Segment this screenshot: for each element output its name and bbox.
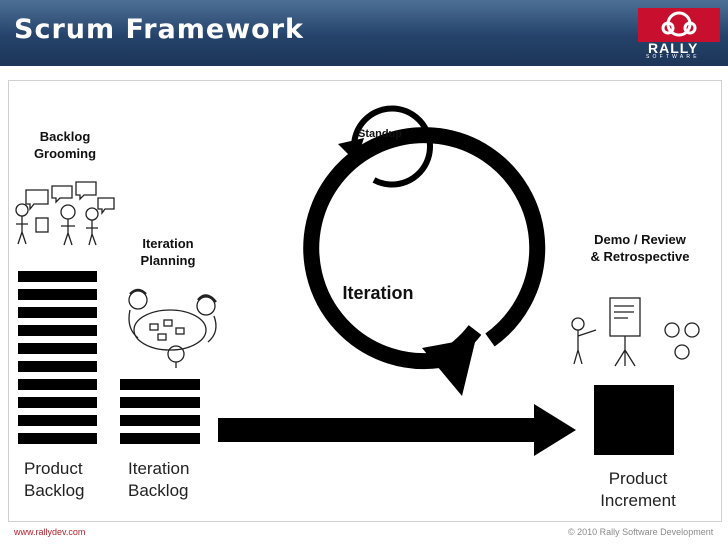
iteration-label: Iteration xyxy=(342,283,414,303)
iteration-backlog-item xyxy=(120,397,200,408)
footer-copyright: © 2010 Rally Software Development xyxy=(568,527,714,537)
iteration-backlog-item xyxy=(120,379,200,390)
product-backlog-item xyxy=(18,415,97,426)
slide-title: Scrum Framework xyxy=(14,14,304,45)
product-backlog-label: Product Backlog xyxy=(24,459,85,500)
standup-label: Standup xyxy=(358,128,402,140)
product-increment-block xyxy=(594,385,674,455)
planning-meeting-sketch xyxy=(128,288,217,368)
iteration-backlog-item xyxy=(120,433,200,444)
product-backlog-item xyxy=(18,433,97,444)
backlog-grooming-label: Backlog Grooming xyxy=(33,129,97,161)
demo-review-label: Demo / Review & Retrospective xyxy=(590,232,690,264)
iteration-planning-label: Iteration Planning xyxy=(140,236,196,268)
product-backlog-item xyxy=(18,361,97,372)
product-increment-label: Product Increment xyxy=(600,469,676,510)
iteration-backlog-label: Iteration Backlog xyxy=(128,459,190,500)
logo-name: RALLY xyxy=(648,40,699,56)
iteration-backlog-item xyxy=(120,415,200,426)
product-backlog-item xyxy=(18,325,97,336)
product-backlog-item xyxy=(18,289,97,300)
flow-arrow xyxy=(218,404,576,456)
grooming-people-sketch xyxy=(15,181,115,246)
product-backlog-item xyxy=(18,397,97,408)
product-backlog-item xyxy=(18,307,97,318)
product-backlog-item xyxy=(18,271,97,282)
rally-logo xyxy=(638,8,720,42)
product-backlog-item xyxy=(18,343,97,354)
footer-website[interactable]: www.rallydev.com xyxy=(14,527,86,537)
diagram-frame xyxy=(8,80,722,522)
logo-tagline: SOFTWARE xyxy=(646,54,700,60)
iteration-cycle-arrow xyxy=(303,127,546,396)
demo-presentation-sketch xyxy=(571,297,700,367)
product-backlog-item xyxy=(18,379,97,390)
standup-cycle-arrow xyxy=(338,105,433,188)
header-bar xyxy=(0,0,728,66)
